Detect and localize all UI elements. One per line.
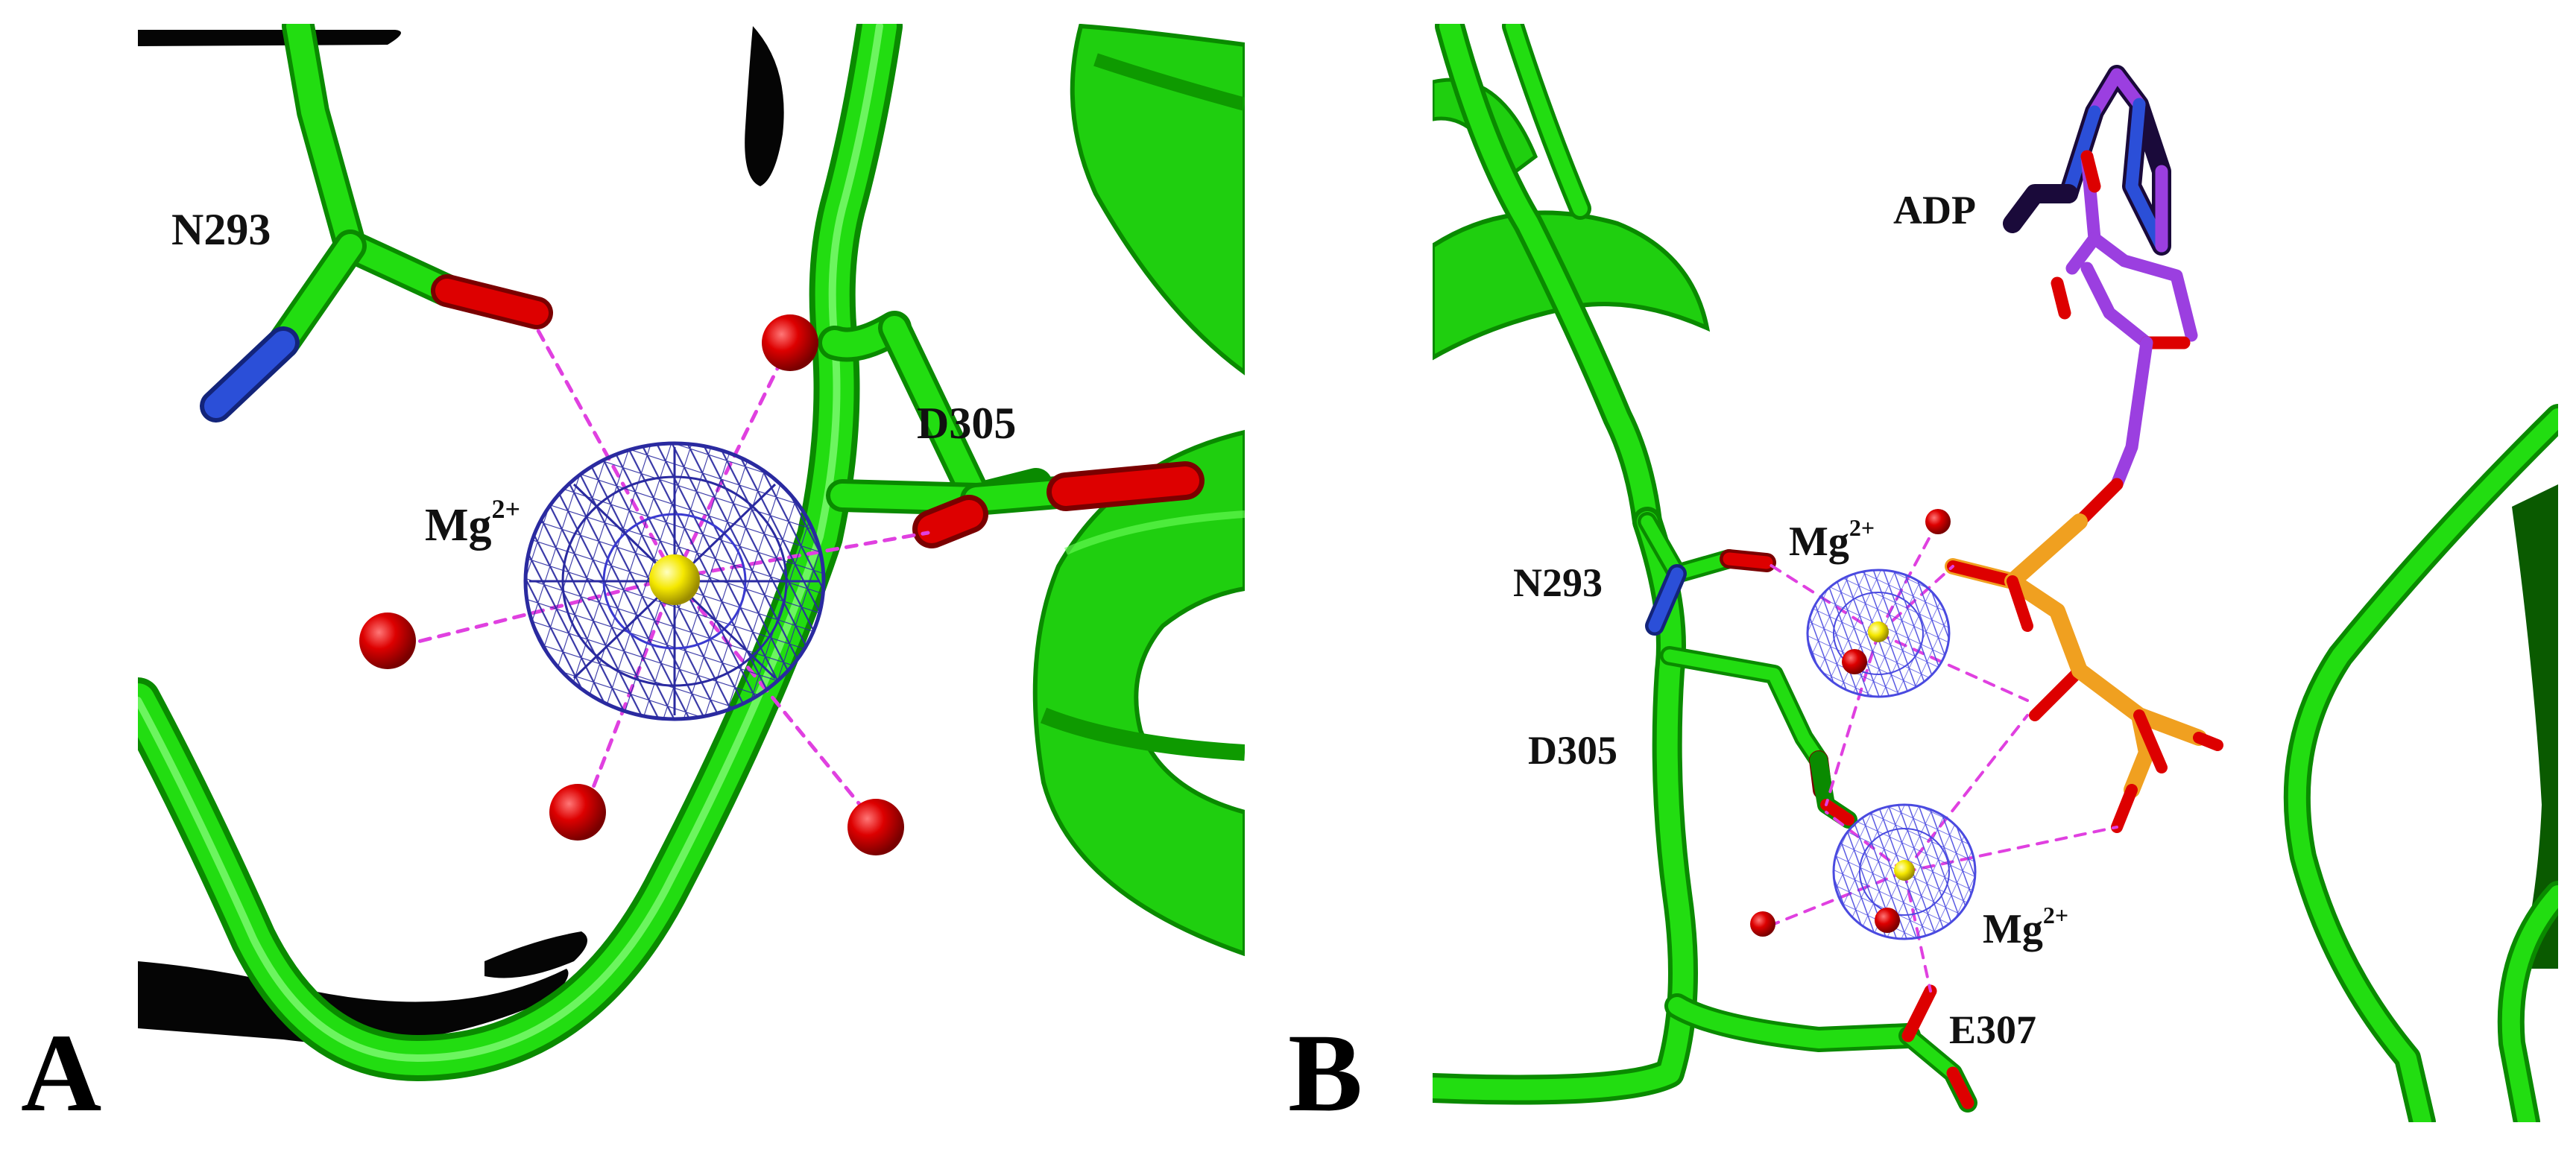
panel-b-backbone bbox=[1433, 507, 1921, 1105]
panel-a-n293-sticks bbox=[200, 24, 553, 422]
water-sphere bbox=[1925, 509, 1951, 534]
water-sphere bbox=[847, 799, 904, 855]
label-n293: N293 bbox=[171, 205, 271, 254]
label-adp: ADP bbox=[1893, 188, 1976, 232]
label-mg-lower-base: Mg bbox=[1983, 906, 2043, 952]
panel-b-helix bbox=[1433, 24, 1711, 537]
panel-letter-b: B bbox=[1288, 1011, 1363, 1135]
label-mg-charge: 2+ bbox=[492, 494, 521, 524]
magnesium-sphere bbox=[1894, 860, 1915, 881]
water-sphere bbox=[549, 784, 606, 841]
panel-a-d305-sticks bbox=[826, 311, 1205, 548]
label-mg: Mg2+ bbox=[425, 494, 520, 551]
label-e307: E307 bbox=[1949, 1007, 2036, 1052]
panel-a-shadow-ribbons bbox=[138, 26, 784, 1044]
panel-b: ADP N293 D305 E307 Mg2+ Mg2+ bbox=[1433, 24, 2558, 1122]
panel-b-adp bbox=[2003, 65, 2198, 528]
panel-b-atoms bbox=[1750, 509, 1951, 937]
label-d305: D305 bbox=[1528, 728, 1617, 773]
panel-a-helix bbox=[1032, 24, 1245, 957]
panel-b-n293-sticks bbox=[1638, 512, 1828, 770]
panel-b-strands bbox=[2283, 404, 2558, 1122]
water-sphere bbox=[1750, 911, 1775, 937]
water-sphere bbox=[762, 314, 818, 371]
water-sphere bbox=[1842, 649, 1867, 674]
label-mg-lower: Mg2+ bbox=[1983, 902, 2068, 952]
label-mg-upper-base: Mg bbox=[1789, 519, 1849, 565]
panel-a: N293 D305 Mg2+ bbox=[138, 24, 1245, 1122]
magnesium-sphere bbox=[1868, 621, 1889, 642]
panel-b-phosphates bbox=[1945, 513, 2223, 833]
water-sphere bbox=[1875, 908, 1900, 933]
label-mg-lower-charge: 2+ bbox=[2043, 902, 2068, 928]
label-d305: D305 bbox=[917, 399, 1016, 448]
label-mg-upper-charge: 2+ bbox=[1849, 514, 1875, 541]
label-mg-base: Mg bbox=[425, 500, 492, 551]
magnesium-sphere bbox=[649, 554, 700, 605]
water-sphere bbox=[359, 613, 416, 669]
label-mg-upper: Mg2+ bbox=[1789, 514, 1875, 565]
panel-a-atoms bbox=[359, 314, 904, 855]
label-n293: N293 bbox=[1513, 560, 1603, 605]
panel-letter-a: A bbox=[21, 1011, 101, 1135]
